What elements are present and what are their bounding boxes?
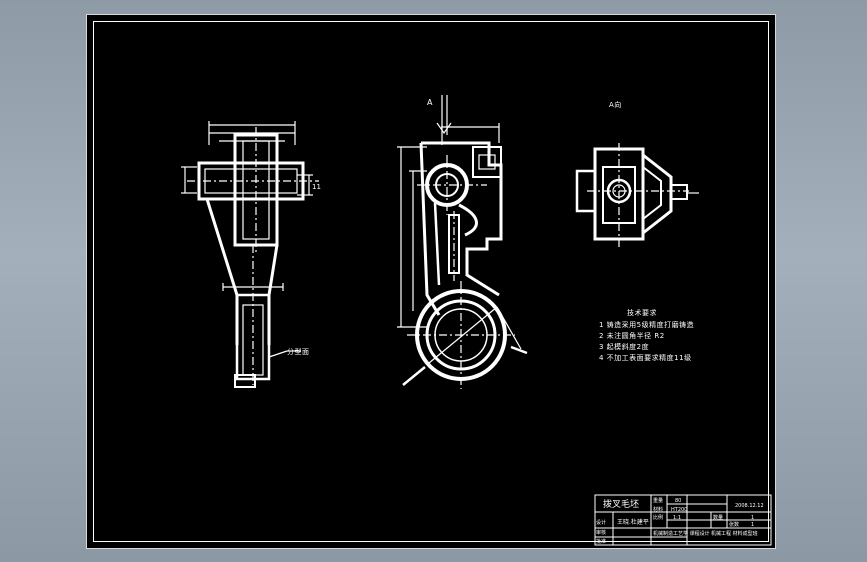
tech-requirement-2: 2 未注圆角半径 R2 xyxy=(599,331,665,340)
view-label-a: A xyxy=(427,98,433,107)
scale-label: 比例 xyxy=(653,514,663,521)
part-name: 拨叉毛坯 xyxy=(603,498,639,510)
tech-requirement-3: 3 起模斜度2度 xyxy=(599,342,649,351)
designer-label: 设计 xyxy=(596,519,606,526)
title-block: 拨叉毛坯 设计 王晓.杜建平 审核 批准 重量 80 材料 HT200 比例 1… xyxy=(596,497,764,545)
drawing-frame xyxy=(93,21,769,542)
tech-requirement-1: 1 铸造采用5级精度打磨铸造 xyxy=(599,320,694,329)
sheet-label: 张数 xyxy=(729,521,739,528)
tech-requirement-4: 4 不加工表面要求精度11级 xyxy=(599,353,692,362)
material-value: HT200 xyxy=(671,507,687,513)
check-label: 审核 xyxy=(596,529,606,536)
scale-value: 1:1 xyxy=(673,515,681,521)
tech-requirements-title: 技术要求 xyxy=(627,308,657,317)
left-view xyxy=(181,121,319,388)
section-label: 分型面 xyxy=(287,347,310,356)
qty-label: 数量 xyxy=(713,514,723,521)
sheet-value: 1 xyxy=(751,522,754,528)
designer-name: 王晓.杜建平 xyxy=(617,518,649,526)
dim-right: 11 xyxy=(312,183,321,191)
tech-requirements: 技术要求 1 铸造采用5级精度打磨铸造 2 未注圆角半径 R2 3 起模斜度2度… xyxy=(599,308,694,362)
material-label: 材料 xyxy=(653,506,663,513)
qty-value: 1 xyxy=(751,515,754,521)
right-view xyxy=(575,143,699,247)
drawing-sheet: A A向 分型面 11 技术要求 1 铸造采用5级精度打磨铸造 2 未注圆角半径… xyxy=(86,14,776,549)
title-block-lines xyxy=(594,494,772,546)
class-info: 机械工程 材料成型班 xyxy=(711,530,758,537)
weight-value: 80 xyxy=(675,498,681,504)
weight-label: 重量 xyxy=(653,497,663,504)
center-view xyxy=(397,95,528,389)
cad-canvas: A A向 分型面 11 技术要求 1 铸造采用5级精度打磨铸造 2 未注圆角半径… xyxy=(181,95,772,546)
school-info: 机械制造工艺学 课程设计 xyxy=(653,530,710,537)
view-label-right: A向 xyxy=(609,100,622,109)
approve-label: 批准 xyxy=(596,538,606,545)
drawing-date: 2008.12.12 xyxy=(735,503,764,509)
